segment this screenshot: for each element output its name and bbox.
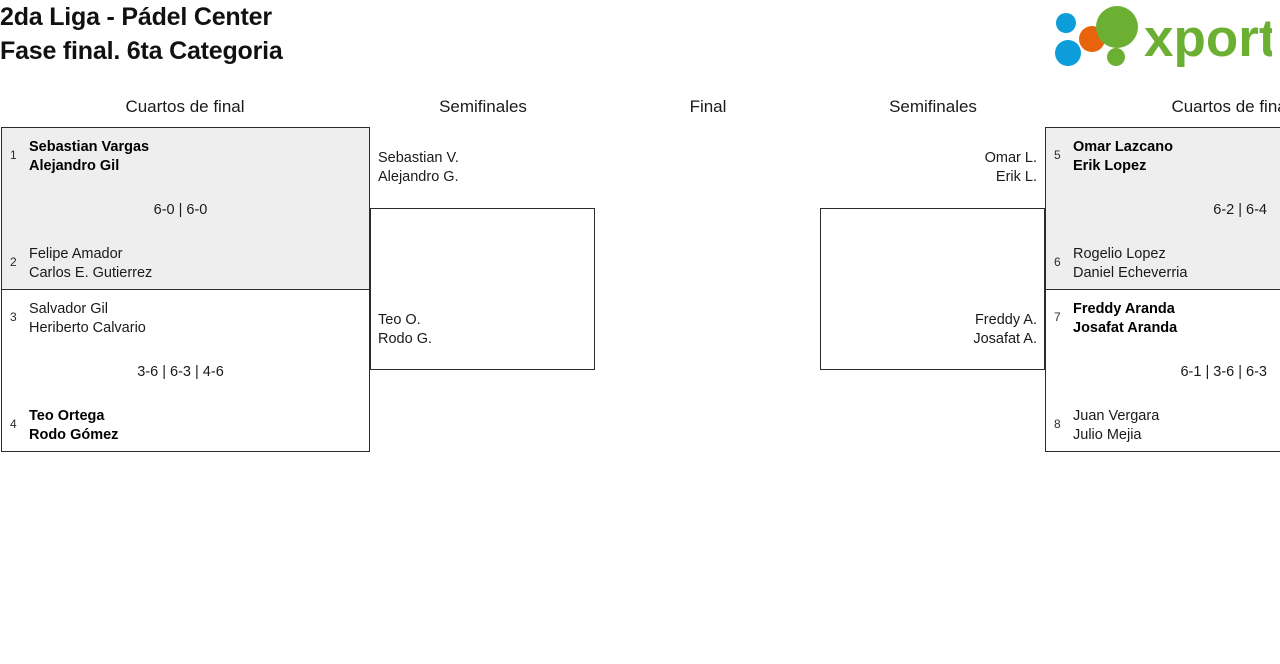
player-name: Julio Mejia <box>1073 427 1142 443</box>
player-name: Sebastian Vargas <box>29 139 150 155</box>
match-semifinal-left[interactable] <box>370 208 595 370</box>
round-header-final: Final <box>689 97 727 116</box>
xporty-logo[interactable]: xporty <box>1048 6 1272 68</box>
player-name: Salvador Gil <box>29 301 108 317</box>
player-name: Felipe Amador <box>29 246 123 262</box>
player-name: Erik Lopez <box>1073 158 1147 174</box>
player-name: Daniel Echeverria <box>1073 265 1188 281</box>
team-bottom: Juan Vergara Julio Mejia <box>1073 407 1159 445</box>
player-name: Juan Vergara <box>1073 408 1160 424</box>
team-bottom: Felipe Amador Carlos E. Gutierrez <box>29 245 152 283</box>
player-name: Josafat A. <box>973 331 1037 347</box>
match-score: 6-2 | 6-4 <box>1213 202 1267 218</box>
seed-number: 4 <box>10 417 17 431</box>
team-top: Salvador Gil Heriberto Calvario <box>29 300 146 338</box>
seed-number: 5 <box>1054 148 1061 162</box>
team-top: Sebastian Vargas Alejandro Gil <box>29 138 149 176</box>
player-name: Omar L. <box>984 150 1037 166</box>
player-name: Alejandro Gil <box>29 158 120 174</box>
match-qf-right-2[interactable]: 7 Freddy Aranda Josafat Aranda 6-1 | 3-6… <box>1045 289 1280 452</box>
match-score: 6-1 | 3-6 | 6-3 <box>1180 364 1267 380</box>
team-bottom: Teo Ortega Rodo Gómez <box>29 407 118 445</box>
player-name: Carlos E. Gutierrez <box>29 265 153 281</box>
round-header-quarterfinals-right: Cuartos de final <box>1171 97 1280 116</box>
player-name: Heriberto Calvario <box>29 320 146 336</box>
round-header-semifinals-left: Semifinales <box>439 97 527 116</box>
match-semifinal-right[interactable] <box>820 208 1045 370</box>
match-score: 6-0 | 6-0 <box>153 202 208 218</box>
player-name: Teo Ortega <box>29 408 105 424</box>
seed-number: 3 <box>10 310 17 324</box>
semifinal-left-team-top: Sebastian V. Alejandro G. <box>378 149 459 187</box>
semifinal-right-team-top: Omar L. Erik L. <box>845 149 1037 187</box>
seed-number: 8 <box>1054 417 1061 431</box>
semifinal-left-team-bottom: Teo O. Rodo G. <box>378 311 432 349</box>
player-name: Alejandro G. <box>378 169 459 185</box>
semifinal-right-team-bottom: Freddy A. Josafat A. <box>845 311 1037 349</box>
title-line-1: 2da Liga - Pádel Center <box>0 3 272 31</box>
player-name: Rodo G. <box>378 331 432 347</box>
seed-number: 7 <box>1054 310 1061 324</box>
seed-number: 2 <box>10 255 17 269</box>
round-header-quarterfinals-left: Cuartos de final <box>125 97 245 116</box>
player-name: Rogelio Lopez <box>1073 246 1166 262</box>
player-name: Teo O. <box>378 312 421 328</box>
match-qf-left-1[interactable]: 1 Sebastian Vargas Alejandro Gil 6-0 | 6… <box>1 127 370 290</box>
match-score: 3-6 | 6-3 | 4-6 <box>137 364 224 380</box>
title-line-2: Fase final. 6ta Categoria <box>0 37 283 65</box>
team-top: Freddy Aranda Josafat Aranda <box>1073 300 1177 338</box>
match-qf-left-2[interactable]: 3 Salvador Gil Heriberto Calvario 3-6 | … <box>1 289 370 452</box>
player-name: Omar Lazcano <box>1073 139 1173 155</box>
match-qf-right-1[interactable]: 5 Omar Lazcano Erik Lopez 6-2 | 6-4 6 Ro… <box>1045 127 1280 290</box>
player-name: Rodo Gómez <box>29 427 119 443</box>
logo-dots <box>1055 6 1138 66</box>
round-header-semifinals-right: Semifinales <box>889 97 977 116</box>
seed-number: 1 <box>10 148 17 162</box>
logo-wordmark: xporty <box>1144 9 1272 68</box>
player-name: Freddy Aranda <box>1073 301 1175 317</box>
team-bottom: Rogelio Lopez Daniel Echeverria <box>1073 245 1187 283</box>
player-name: Erik L. <box>995 169 1037 185</box>
player-name: Freddy A. <box>974 312 1037 328</box>
team-top: Omar Lazcano Erik Lopez <box>1073 138 1173 176</box>
page-title: 2da Liga - Pádel Center Fase final. 6ta … <box>0 0 283 68</box>
seed-number: 6 <box>1054 255 1061 269</box>
player-name: Sebastian V. <box>378 150 459 166</box>
player-name: Josafat Aranda <box>1073 320 1178 336</box>
